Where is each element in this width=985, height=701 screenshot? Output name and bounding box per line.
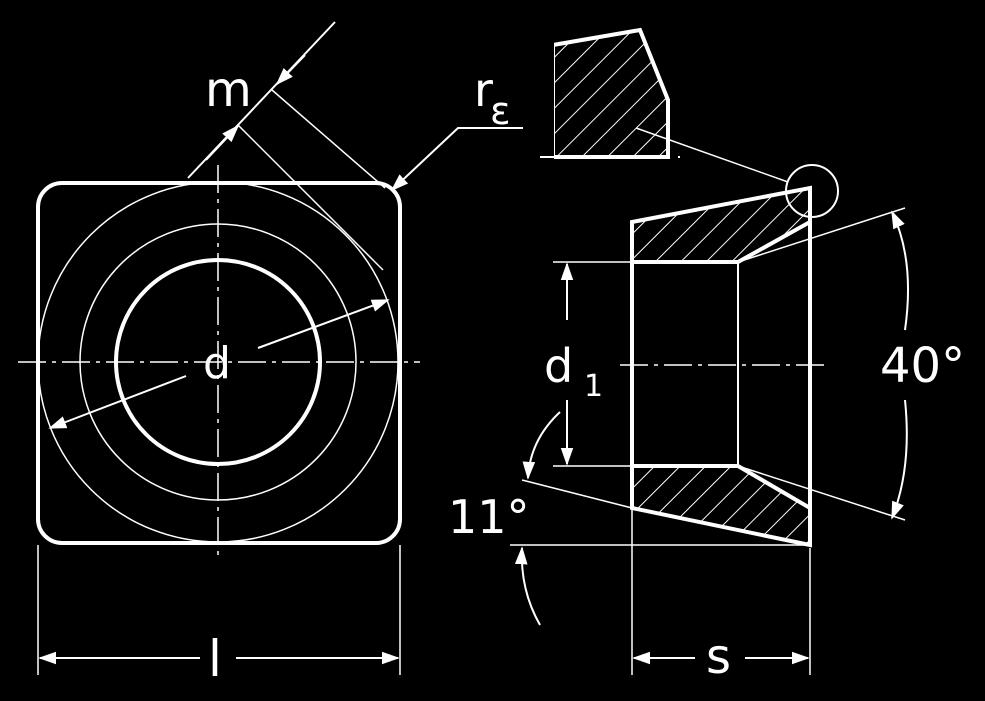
edge-detail-view [540, 27, 839, 218]
lower-hatched-section [630, 464, 812, 548]
angle-11-arc-upper [522, 411, 561, 480]
m-extension-line-2 [271, 89, 386, 189]
m-arrow-1 [205, 124, 240, 161]
section-view [510, 185, 909, 675]
m-extension-line-1 [237, 124, 384, 271]
angle-40-arc-lower [891, 399, 908, 520]
d1-label: d [544, 339, 573, 393]
angle-40-arc-upper [891, 210, 909, 331]
angle-11-label: 11° [448, 490, 530, 544]
top-view [18, 21, 523, 675]
d-label: d [203, 338, 231, 389]
m-arrow-2 [275, 54, 306, 86]
angle-40-extension-upper [737, 207, 906, 263]
detail-section-hatch [551, 27, 670, 159]
detail-hatch-mask [540, 40, 554, 160]
detail-reference-line [635, 127, 789, 183]
r-epsilon-leader [390, 127, 523, 192]
upper-hatched-section [630, 185, 812, 264]
s-label: s [706, 629, 731, 685]
l-label: l [208, 630, 222, 688]
angle-40-label: 40° [880, 338, 965, 394]
epsilon-subscript: ε [490, 89, 511, 133]
d-leader-upper [257, 299, 390, 349]
angle-11-arc-lower [514, 546, 541, 626]
d-leader-lower [48, 375, 187, 429]
r-label: r [474, 63, 493, 117]
angle-11-extension-upper [521, 479, 633, 509]
d1-subscript: 1 [584, 369, 603, 404]
m-label: m [205, 62, 252, 118]
angle-40-extension-lower [737, 465, 906, 521]
